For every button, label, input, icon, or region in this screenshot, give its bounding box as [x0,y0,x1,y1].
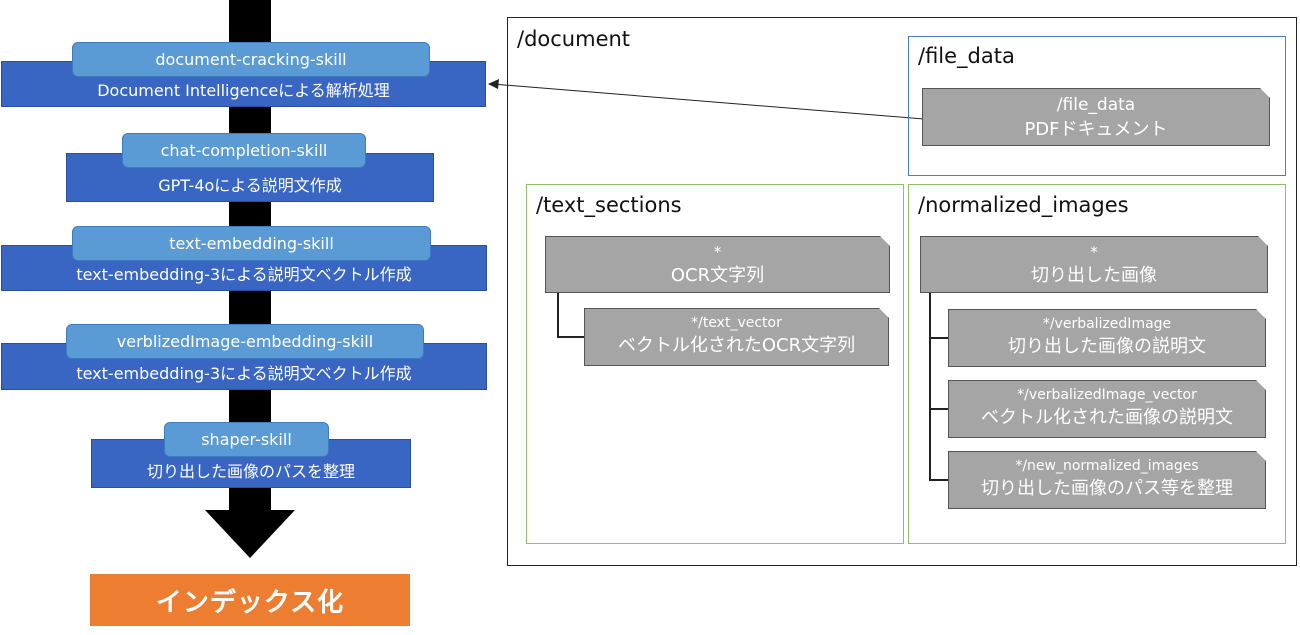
normalized-images-node-path: * [1090,243,1098,261]
document-frame [507,17,1297,566]
new-normalized-images-node-path: */new_normalized_images [1015,458,1199,474]
file-data-frame [908,36,1286,176]
document-label: /document [517,27,631,51]
text-sections-tree-line [557,293,559,337]
verbalized-image-vector-node: */verbalizedImage_vector ベクトル化された画像の説明文 [948,380,1266,438]
text-vector-node-text: ベクトル化されたOCR文字列 [617,335,856,356]
verbalized-image-vector-node-text: ベクトル化された画像の説明文 [981,407,1233,428]
normalized-images-tree-branch-3 [929,479,948,481]
new-normalized-images-node-text: 切り出した画像のパス等を整理 [981,478,1233,499]
verbalized-image-node-path: */verbalizedImage [1042,316,1172,332]
text-vector-node: */text_vector ベクトル化されたOCR文字列 [584,308,889,366]
text-sections-node: * OCR文字列 [545,236,890,293]
normalized-images-node-text: 切り出した画像 [1031,265,1157,286]
file-data-node-text: PDFドキュメント [1024,119,1168,140]
verbalized-image-node-text: 切り出した画像の説明文 [1008,336,1206,357]
file-data-node: /file_data PDFドキュメント [922,88,1270,146]
file-data-label: /file_data [918,44,1015,68]
text-sections-node-path: * [713,243,722,261]
file-data-node-path: /file_data [1056,95,1136,115]
text-sections-label: /text_sections [536,193,682,217]
file-data-connector-arrow [488,79,925,120]
skill-name-verblizedimage-embedding: verblizedImage-embedding-skill [66,324,424,359]
normalized-images-frame [908,184,1286,544]
text-sections-frame [526,184,904,544]
pipeline-arrow-head [205,510,295,558]
normalized-images-label: /normalized_images [918,193,1129,217]
skill-name-chat-completion: chat-completion-skill [122,133,366,168]
new-normalized-images-node: */new_normalized_images 切り出した画像のパス等を整理 [948,451,1266,509]
text-sections-node-text: OCR文字列 [670,265,765,286]
verbalized-image-vector-node-path: */verbalizedImage_vector [1017,387,1197,403]
normalized-images-tree-line [929,293,931,480]
indexing-box: インデックス化 [90,574,410,626]
skill-name-shaper: shaper-skill [164,422,329,457]
text-sections-tree-branch [557,336,584,338]
skill-name-document-cracking: document-cracking-skill [72,42,430,77]
normalized-images-tree-branch-2 [929,408,948,410]
skill-name-text-embedding: text-embedding-skill [72,226,431,261]
normalized-images-tree-branch-1 [929,337,948,339]
text-vector-node-path: */text_vector [691,315,782,331]
verbalized-image-node: */verbalizedImage 切り出した画像の説明文 [948,309,1266,367]
normalized-images-node: * 切り出した画像 [920,236,1268,293]
